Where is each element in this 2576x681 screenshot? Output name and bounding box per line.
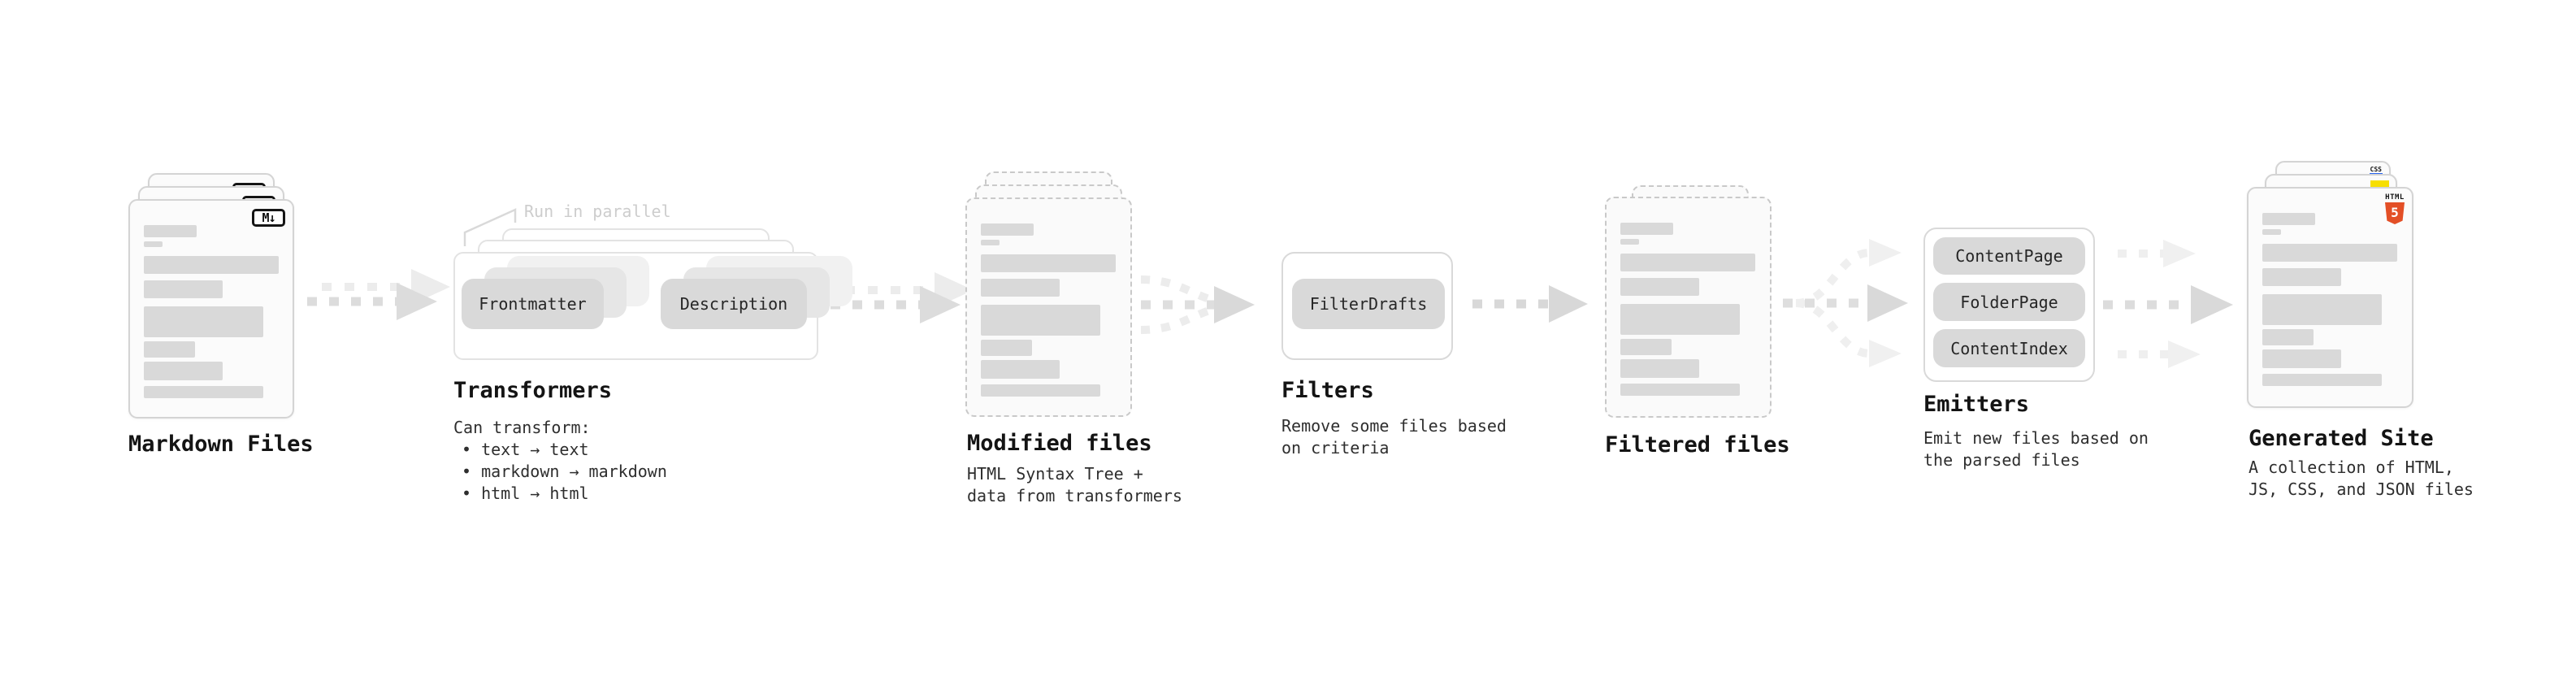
transformers-bullet: • markdown → markdown bbox=[462, 462, 667, 481]
transformers-desc-title: Can transform: bbox=[453, 418, 591, 437]
filters-desc: on criteria bbox=[1281, 438, 1390, 458]
generated-site-desc: A collection of HTML, bbox=[2249, 458, 2454, 477]
html5-icon-shield: 5 bbox=[2385, 202, 2405, 224]
filters-desc: Remove some files based bbox=[1281, 416, 1507, 436]
transformers-bullet: • text → text bbox=[462, 440, 589, 459]
emitter-folderpage: FolderPage bbox=[1933, 283, 2085, 321]
emitters-desc: the parsed files bbox=[1923, 450, 2080, 470]
site-file-card-html: HTML 5 bbox=[2247, 187, 2413, 408]
generated-site-label: Generated Site bbox=[2249, 426, 2434, 451]
filtered-files-label: Filtered files bbox=[1605, 432, 1790, 458]
frontmatter-box: Frontmatter bbox=[462, 279, 604, 329]
html5-icon: HTML 5 bbox=[2384, 194, 2405, 224]
modified-files-desc: HTML Syntax Tree + bbox=[967, 464, 1143, 484]
description-box: Description bbox=[661, 279, 807, 329]
modified-files-desc: data from transformers bbox=[967, 486, 1182, 505]
markdown-icon: M↓ bbox=[252, 209, 285, 227]
transformers-label: Transformers bbox=[453, 378, 613, 403]
emitter-contentpage: ContentPage bbox=[1933, 237, 2085, 275]
arrow-modified-to-filters-merge bbox=[1140, 275, 1255, 334]
emitter-contentindex: ContentIndex bbox=[1933, 329, 2085, 367]
html5-icon-text: HTML bbox=[2385, 193, 2405, 202]
arrow-emitters-to-site bbox=[2103, 240, 2233, 368]
modified-file-card-front bbox=[965, 197, 1132, 417]
run-in-parallel-callout: Run in parallel bbox=[524, 202, 671, 221]
markdown-files-label: Markdown Files bbox=[128, 432, 314, 457]
emitters-desc: Emit new files based on bbox=[1923, 428, 2149, 448]
emitters-label: Emitters bbox=[1923, 392, 2030, 417]
markdown-file-card-front: M↓ bbox=[128, 199, 294, 419]
filtered-file-card-front bbox=[1605, 197, 1772, 418]
generated-site-desc: JS, CSS, and JSON files bbox=[2249, 479, 2474, 499]
arrow-markdown-to-transformers bbox=[307, 269, 450, 320]
transformers-bullet: • html → html bbox=[462, 484, 589, 503]
arrow-filters-to-filtered bbox=[1472, 285, 1588, 323]
filterdrafts-box: FilterDrafts bbox=[1292, 279, 1445, 329]
modified-files-label: Modified files bbox=[967, 431, 1152, 456]
arrow-filtered-to-emitters-fanout bbox=[1783, 239, 1908, 367]
filters-label: Filters bbox=[1281, 378, 1374, 403]
